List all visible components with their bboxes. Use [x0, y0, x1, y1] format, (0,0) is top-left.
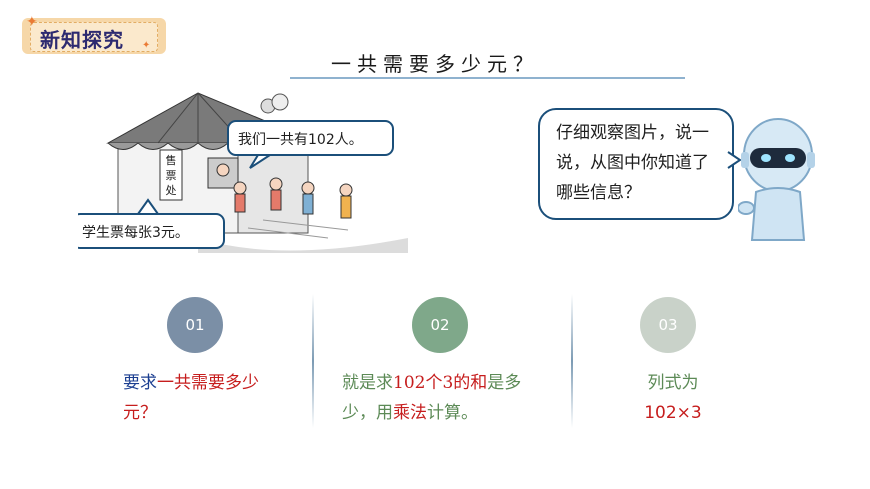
roof-line: [157, 92, 199, 144]
badge-inner: [30, 22, 158, 52]
balloon: [271, 93, 289, 111]
sign-char-3: 处: [166, 184, 177, 197]
callout-children: 我们一共有102人。: [227, 120, 394, 169]
bubble-tail: [727, 151, 742, 169]
sign-char-1: 售: [166, 153, 177, 167]
step-number-1: 01: [167, 297, 223, 353]
step-2-text-2: 102个3的和: [393, 373, 488, 393]
step-3-formula: 102×3: [644, 403, 702, 423]
callout-price-text: 学生票每张3元。: [82, 225, 189, 241]
step-1-text: 要求一共需要多少元？: [123, 368, 283, 428]
step-2-text-3: 是多少，用: [342, 373, 522, 423]
step-3-text-line1: 列式为: [647, 373, 699, 393]
title-underline: [290, 77, 685, 79]
step-number-2: 02: [412, 297, 468, 353]
column-divider: [571, 294, 573, 428]
step-2-text-1: 就是求: [342, 373, 393, 393]
section-badge: ✦ ✦ 新知探究: [22, 14, 166, 60]
step-2-text: 就是求102个3的和是多少，用乘法计算。: [342, 368, 552, 428]
robot-icon: [738, 118, 815, 241]
column-divider: [312, 294, 314, 428]
step-number-3: 03: [640, 297, 696, 353]
ground: [198, 238, 408, 253]
ticket-booth-illustration: 售 票 处 我们一共有102人。 学生票每张3元。: [78, 92, 408, 253]
children-group: [233, 177, 353, 219]
badge-label: 新知探究: [40, 28, 124, 52]
step-2-text-4: 乘法: [393, 403, 427, 423]
path-lines: [247, 219, 349, 239]
robot-speech-bubble: 仔细观察图片，说一说，从图中你知道了哪些信息？: [538, 108, 734, 220]
callout-children-text: 我们一共有102人。: [238, 132, 363, 148]
callout-price: 学生票每张3元。: [78, 198, 225, 249]
sparkle-icon: ✦: [142, 40, 151, 51]
robot-speech-text: 仔细观察图片，说一说，从图中你知道了哪些信息？: [556, 123, 709, 203]
sign-char-2: 票: [166, 169, 177, 182]
step-1-text-blue: 要求: [123, 373, 157, 393]
clerk: [216, 163, 230, 177]
page-title: 一共需要多少元？: [331, 52, 539, 76]
sparkle-icon: ✦: [26, 14, 38, 30]
step-1-text-red: 一共需要多少元？: [123, 373, 259, 423]
step-2-text-5: 计算。: [427, 403, 478, 423]
ticket-sign: [159, 149, 183, 201]
booth-window: [207, 157, 239, 189]
